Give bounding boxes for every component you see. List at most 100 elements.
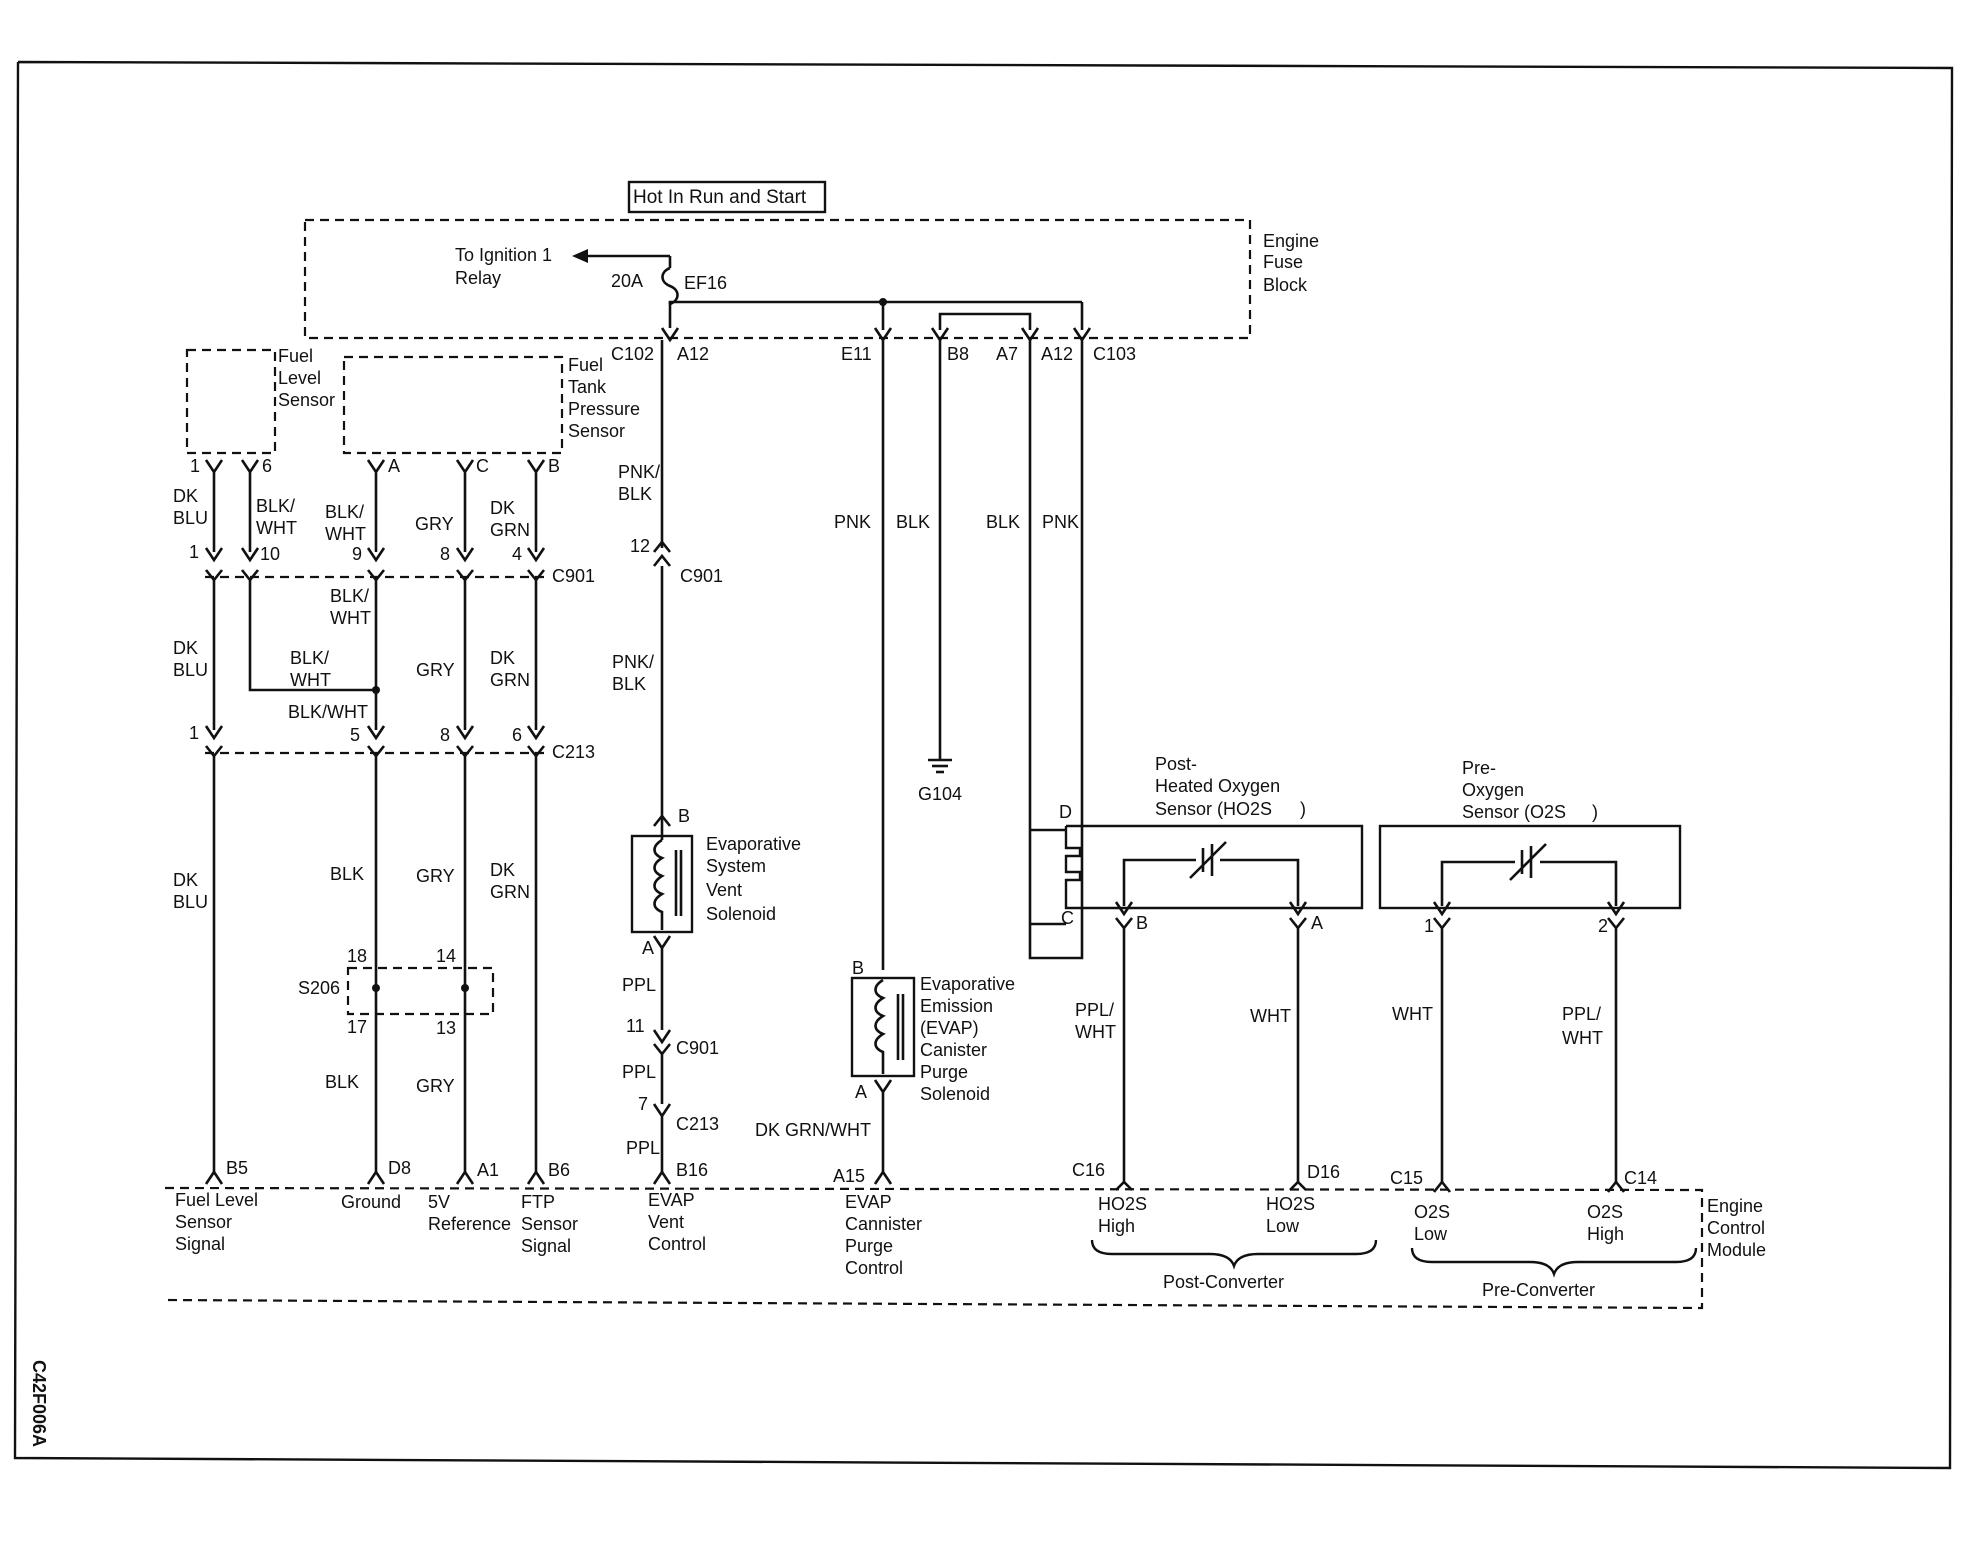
svg-text:A: A bbox=[642, 938, 654, 958]
svg-text:WHT: WHT bbox=[256, 518, 297, 538]
svg-text:Ground: Ground bbox=[341, 1192, 401, 1212]
svg-text:B5: B5 bbox=[226, 1158, 248, 1178]
svg-text:B6: B6 bbox=[548, 1160, 570, 1180]
connector-c901-c: C901 bbox=[676, 1038, 719, 1058]
svg-text:A15: A15 bbox=[833, 1166, 865, 1186]
svg-text:Relay: Relay bbox=[455, 268, 501, 288]
engine-fuse-block: Engine Fuse Block To Ignition 1 Relay 20… bbox=[303, 218, 1319, 364]
svg-text:A: A bbox=[388, 456, 400, 476]
svg-text:Sensor: Sensor bbox=[521, 1214, 578, 1234]
svg-text:Purge: Purge bbox=[920, 1062, 968, 1082]
svg-text:Signal: Signal bbox=[175, 1234, 225, 1254]
svg-text:Sensor: Sensor bbox=[175, 1212, 232, 1232]
svg-text:BLK: BLK bbox=[618, 484, 652, 504]
svg-text:O2S: O2S bbox=[1414, 1202, 1450, 1222]
svg-text:Sensor (O2S: Sensor (O2S bbox=[1462, 802, 1566, 822]
svg-text:BLK: BLK bbox=[986, 512, 1020, 532]
svg-text:EVAP: EVAP bbox=[648, 1190, 695, 1210]
svg-text:WHT: WHT bbox=[330, 608, 371, 628]
svg-text:FTP: FTP bbox=[521, 1192, 555, 1212]
svg-text:PPL: PPL bbox=[626, 1138, 660, 1158]
svg-text:A12: A12 bbox=[1041, 344, 1073, 364]
svg-text:Sensor: Sensor bbox=[278, 390, 335, 410]
svg-text:PNK/: PNK/ bbox=[618, 462, 660, 482]
evap-vent-circuit: PNK/BLK 12 C901 PNK/BLK B Evaporative Sy… bbox=[612, 340, 801, 1172]
svg-text:GRN: GRN bbox=[490, 670, 530, 690]
svg-text:HO2S: HO2S bbox=[1266, 1194, 1315, 1214]
svg-text:Fuse: Fuse bbox=[1263, 252, 1303, 272]
svg-text:Sensor (HO2S: Sensor (HO2S bbox=[1155, 799, 1272, 819]
svg-text:C16: C16 bbox=[1072, 1160, 1105, 1180]
hot-in-run-start-label: Hot In Run and Start bbox=[633, 187, 807, 208]
svg-text:Emission: Emission bbox=[920, 996, 993, 1016]
svg-text:Low: Low bbox=[1266, 1216, 1300, 1236]
svg-text:GRN: GRN bbox=[490, 882, 530, 902]
svg-text:): ) bbox=[1300, 799, 1306, 819]
page-border bbox=[13, 60, 1954, 1470]
svg-text:BLK/: BLK/ bbox=[330, 586, 369, 606]
svg-text:S206: S206 bbox=[298, 978, 340, 998]
svg-text:BLU: BLU bbox=[173, 660, 208, 680]
svg-text:Vent: Vent bbox=[648, 1212, 684, 1232]
svg-text:Heated Oxygen: Heated Oxygen bbox=[1155, 776, 1280, 796]
svg-text:GRY: GRY bbox=[416, 660, 455, 680]
svg-text:Sensor: Sensor bbox=[568, 421, 625, 441]
svg-text:13: 13 bbox=[436, 1018, 456, 1038]
svg-text:D8: D8 bbox=[388, 1158, 411, 1178]
svg-text:WHT: WHT bbox=[325, 524, 366, 544]
svg-text:BLK/: BLK/ bbox=[325, 502, 364, 522]
svg-text:17: 17 bbox=[347, 1017, 367, 1037]
svg-text:D: D bbox=[1059, 802, 1072, 822]
fuse-ef16 bbox=[661, 266, 679, 306]
svg-text:Oxygen: Oxygen bbox=[1462, 780, 1524, 800]
svg-text:BLK/: BLK/ bbox=[256, 496, 295, 516]
svg-text:E11: E11 bbox=[841, 344, 872, 364]
svg-text:Control: Control bbox=[845, 1258, 903, 1278]
svg-text:BLK/: BLK/ bbox=[290, 648, 329, 668]
hot-in-run-start-box bbox=[627, 180, 827, 214]
svg-text:A: A bbox=[1311, 913, 1323, 933]
svg-text:Pre-Converter: Pre-Converter bbox=[1482, 1280, 1595, 1300]
svg-text:DK: DK bbox=[490, 860, 515, 880]
svg-text:BLK/WHT: BLK/WHT bbox=[288, 702, 368, 722]
svg-text:Evaporative: Evaporative bbox=[706, 834, 801, 854]
svg-text:Post-: Post- bbox=[1155, 754, 1197, 774]
svg-text:5V: 5V bbox=[428, 1192, 450, 1212]
svg-text:PPL: PPL bbox=[622, 1062, 656, 1082]
svg-text:9: 9 bbox=[352, 544, 362, 564]
svg-text:Cannister: Cannister bbox=[845, 1214, 922, 1234]
svg-text:Evaporative: Evaporative bbox=[920, 974, 1015, 994]
svg-text:Canister: Canister bbox=[920, 1040, 987, 1060]
fuse-id: EF16 bbox=[684, 273, 727, 293]
svg-text:Module: Module bbox=[1707, 1240, 1766, 1260]
svg-text:C: C bbox=[1061, 908, 1074, 928]
connector-c213-b: C213 bbox=[676, 1114, 719, 1134]
svg-text:Fuel: Fuel bbox=[278, 346, 313, 366]
connector-c901-b: C901 bbox=[680, 566, 723, 586]
svg-text:1: 1 bbox=[189, 723, 199, 743]
svg-text:C14: C14 bbox=[1624, 1168, 1657, 1188]
svg-text:O2S: O2S bbox=[1587, 1202, 1623, 1222]
svg-text:GRN: GRN bbox=[490, 520, 530, 540]
left-wires: 1 10 9 8 4 C901 1 5 8 6 C213 S206 18 14 … bbox=[173, 480, 595, 1172]
svg-text:): ) bbox=[1592, 802, 1598, 822]
svg-text:B: B bbox=[1136, 913, 1148, 933]
svg-text:DK: DK bbox=[173, 870, 198, 890]
svg-text:DK: DK bbox=[173, 638, 198, 658]
svg-text:Low: Low bbox=[1414, 1224, 1448, 1244]
svg-text:1: 1 bbox=[189, 542, 199, 562]
svg-text:7: 7 bbox=[638, 1094, 648, 1114]
svg-text:Reference: Reference bbox=[428, 1214, 511, 1234]
svg-text:A1: A1 bbox=[477, 1160, 499, 1180]
svg-text:BLK: BLK bbox=[325, 1072, 359, 1092]
svg-text:GRY: GRY bbox=[415, 514, 454, 534]
svg-text:A7: A7 bbox=[996, 344, 1018, 364]
svg-text:WHT: WHT bbox=[290, 670, 331, 690]
svg-text:Tank: Tank bbox=[568, 377, 607, 397]
svg-text:11: 11 bbox=[626, 1016, 645, 1036]
svg-text:High: High bbox=[1587, 1224, 1624, 1244]
svg-text:GRY: GRY bbox=[416, 1076, 455, 1096]
svg-text:HO2S: HO2S bbox=[1098, 1194, 1147, 1214]
svg-text:Fuel: Fuel bbox=[568, 355, 603, 375]
